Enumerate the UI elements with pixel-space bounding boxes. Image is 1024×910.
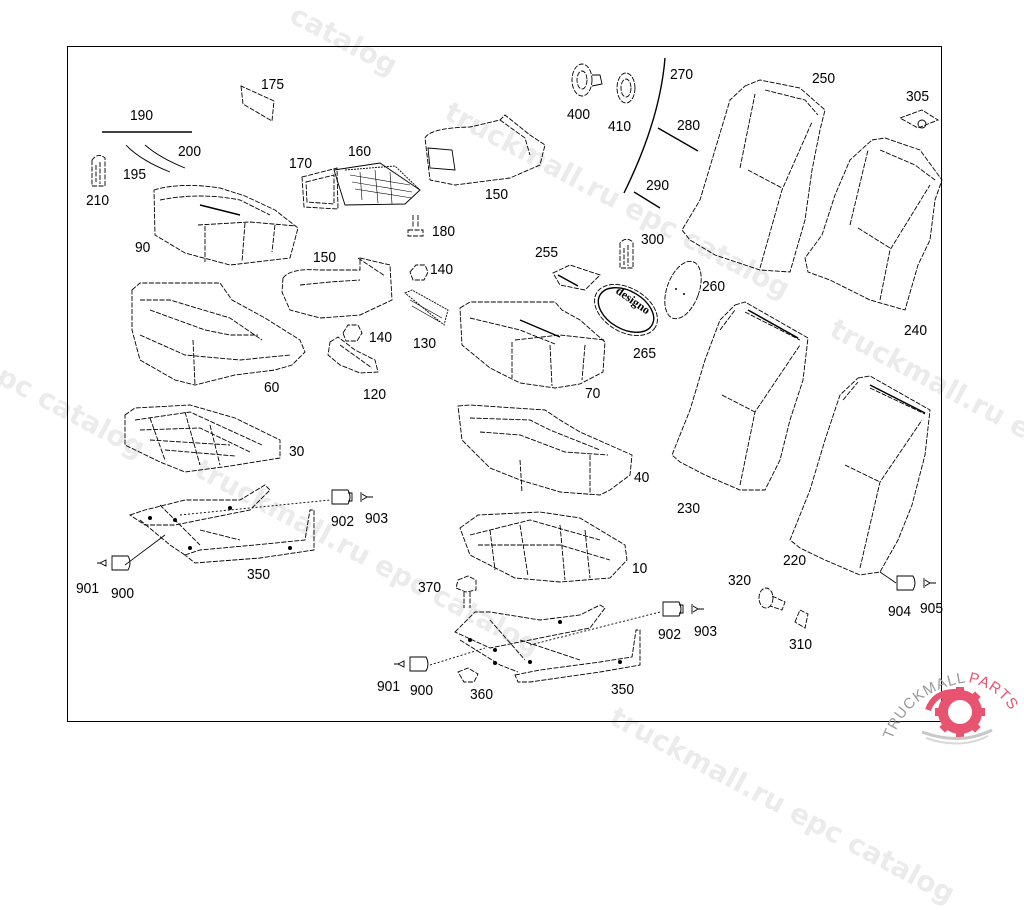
callout-230: 230 [677,500,701,517]
callout-350: 350 [247,566,271,583]
callout-410: 410 [608,118,632,135]
callout-170: 170 [289,155,313,172]
part-350-seat-rail-left [124,484,331,566]
part-900-connector-a [111,555,131,571]
callout-140: 140 [369,329,393,346]
callout-130: 130 [413,335,437,352]
part-310-nut [794,609,809,629]
callout-70: 70 [585,385,601,402]
callout-900: 900 [410,682,434,699]
part-901-contact-b [394,660,405,668]
truckmallparts-logo: TRUCKMALL PARTS [880,669,1021,745]
callout-903: 903 [694,623,718,640]
callout-902: 902 [658,626,682,643]
part-180-screw [407,215,424,237]
part-195-200-wires [125,144,186,173]
callout-902: 902 [331,513,355,530]
callout-195: 195 [123,166,147,183]
callout-901: 901 [76,580,100,597]
part-170-frame [301,167,339,210]
parts-illustration: designo [91,57,943,683]
part-120-bracket [327,336,379,374]
callout-350: 350 [611,681,635,698]
part-30-seat-frame-left [124,404,281,473]
part-270-wire [623,57,666,194]
callout-40: 40 [634,469,650,486]
part-300-clip [619,238,634,269]
part-320-bolt [758,587,786,611]
callout-370: 370 [418,579,442,596]
callout-280: 280 [677,117,701,134]
part-150-thigh-support-mid [281,257,393,319]
callout-310: 310 [789,636,813,653]
callout-240: 240 [904,322,928,339]
part-240-backrest-cover-right [804,137,943,311]
part-90-seat-cover-left [153,184,299,266]
callout-220: 220 [783,552,807,569]
part-305-clip [898,109,939,129]
part-230-backrest-frame-left [671,301,809,491]
callout-260: 260 [702,278,726,295]
callout-305: 305 [906,88,930,105]
callout-900: 900 [111,585,135,602]
callout-255: 255 [535,244,559,261]
part-130-heating-element [404,289,449,326]
callout-904: 904 [888,603,912,620]
part-255-clip [552,264,601,291]
part-220-backrest-frame-right [789,375,931,584]
callout-250: 250 [812,70,836,87]
part-904-connector [896,575,916,591]
callout-150: 150 [485,186,509,203]
part-70-seat-cover-right [459,301,606,389]
callout-190: 190 [130,107,154,124]
part-60-seat-pad-left [131,282,306,386]
part-903-contact-a [360,492,373,502]
part-290-rod [633,191,661,209]
callout-200: 200 [178,143,202,160]
callout-90: 90 [135,239,151,256]
callout-60: 60 [264,379,280,396]
callout-10: 10 [632,560,648,577]
callout-160: 160 [348,143,372,160]
part-250-backrest-cover-left [681,79,826,273]
callout-175: 175 [261,76,285,93]
part-903-contact-b [691,604,704,614]
part-901-contact-a [97,559,107,567]
callout-30: 30 [289,443,305,460]
part-150-thigh-support-top [424,114,546,186]
callout-901: 901 [377,678,401,695]
callout-270: 270 [670,66,694,83]
part-260-disc [664,260,702,320]
diagram-frame [67,46,942,722]
part-370-bolt [455,575,477,608]
callout-120: 120 [363,386,387,403]
part-40-seat-pad-right [457,404,633,496]
part-360-clip [457,667,479,683]
callout-400: 400 [567,106,591,123]
callout-180: 180 [432,223,456,240]
part-400-button [571,63,603,97]
callout-210: 210 [86,192,110,209]
part-900-connector-b [409,656,429,672]
part-350-seat-rail-right [429,604,661,683]
callout-903: 903 [365,510,389,527]
callout-360: 360 [470,686,494,703]
part-280-rod [657,127,699,152]
callout-150: 150 [313,249,337,266]
part-905-contact [923,578,936,588]
part-10-seat-frame-right [459,511,628,583]
callout-320: 320 [728,572,752,589]
part-210-clip [91,155,106,187]
callout-140: 140 [430,261,454,278]
part-140-nut-b [342,324,363,342]
part-410-button [616,72,636,104]
callout-290: 290 [646,177,670,194]
callout-300: 300 [641,231,665,248]
part-160-fan [333,162,421,206]
part-902-connector-b [662,601,684,617]
part-902-connector-a [331,489,353,505]
callout-905: 905 [920,600,944,617]
callout-265: 265 [633,345,657,362]
part-140-nut-a [409,264,429,281]
